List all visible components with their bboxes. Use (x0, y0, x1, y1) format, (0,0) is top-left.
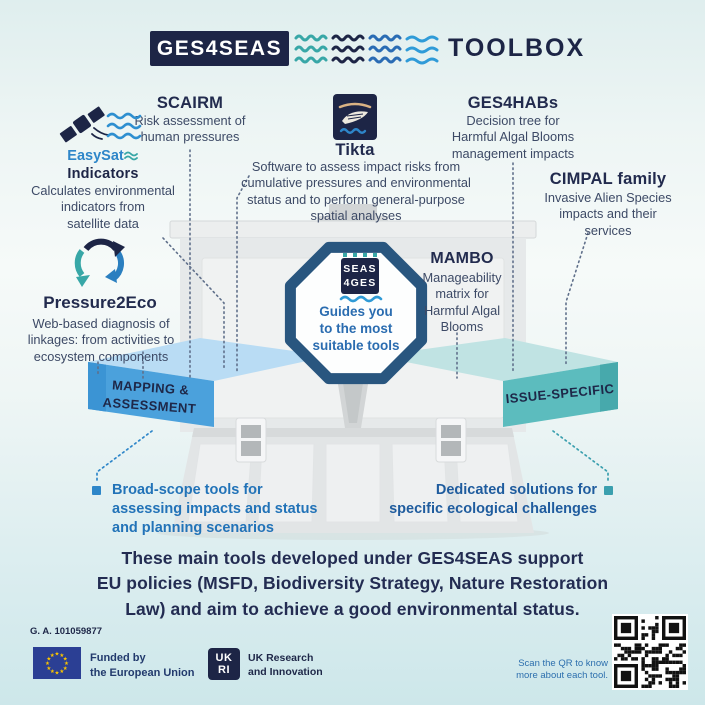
left-note-bullet (92, 486, 101, 495)
mambo-title: MAMBO (430, 250, 494, 267)
easysat-logo: EasySat Indicators (53, 147, 153, 184)
svg-text:★: ★ (46, 666, 51, 672)
page-title: TOOLBOX (448, 34, 586, 62)
svg-text:★: ★ (63, 666, 68, 672)
satellite-icon (59, 106, 142, 143)
pressure2eco-icon (74, 238, 125, 287)
seas4ges-logo-decor (339, 253, 383, 303)
svg-text:★: ★ (50, 653, 55, 659)
ges4seas-logo: GES4SEAS (150, 31, 289, 66)
ukri-label: UK Research and Innovation (248, 652, 323, 678)
summary-text: These main tools developed under GES4SEA… (96, 548, 609, 619)
easysat-desc: Calculates environmental indicators from… (31, 183, 175, 231)
svg-text:★: ★ (59, 653, 64, 659)
ukri-logo-line1: UK (215, 651, 233, 664)
easysat-name: EasySat (67, 148, 124, 164)
ges4habs-desc: Decision tree for Harmful Algal Blooms m… (451, 113, 575, 161)
seas4ges-line2: 4GES (343, 277, 377, 289)
pressure2eco-desc: Web-based diagnosis of linkages: from ac… (27, 316, 175, 364)
right-note: Dedicated solutions for specific ecologi… (389, 482, 597, 517)
eu-funding-label: Funded by the European Union (90, 652, 195, 679)
svg-text:★: ★ (45, 661, 50, 667)
right-note-bullet (604, 486, 613, 495)
mambo-desc: Manageability matrix for Harmful Algal B… (422, 270, 502, 335)
tray-mapping-assessment (88, 338, 330, 427)
qr-note: Scan the QR to know more about each tool… (516, 658, 608, 682)
scairm-desc: Risk assessment of human pressures (134, 113, 246, 145)
ges4habs-title: GES4HABs (467, 94, 559, 112)
eu-flag: ★★★★★★★★★★★★ (33, 647, 81, 679)
svg-text:★: ★ (59, 669, 64, 675)
cimpal-title: CIMPAL family (549, 170, 667, 188)
pressure2eco-title: Pressure2Eco (43, 293, 157, 312)
cimpal-desc: Invasive Alien Species impacts and their… (544, 190, 672, 238)
toolbox-handle (329, 204, 377, 220)
left-note: Broad-scope tools for assessing impacts … (112, 482, 318, 536)
center-tagline: Guides you to the most suitable tools (312, 304, 400, 353)
svg-text:★: ★ (64, 661, 69, 667)
toolbox-clasp-right (435, 417, 467, 463)
svg-text:★: ★ (50, 669, 55, 675)
qr-code (612, 614, 688, 690)
toolbox-clasp-left (235, 417, 267, 463)
seas4ges-line1: SEAS (343, 262, 377, 275)
scairm-title: SCAIRM (156, 94, 224, 112)
tray-issue-specific (375, 338, 618, 427)
seas4ges-logo: SEAS 4GES (341, 258, 379, 294)
grant-number: G. A. 101059877 (30, 626, 103, 637)
center-badge-octagon (284, 241, 428, 385)
tikta-desc: Software to assess impact risks from cum… (241, 159, 471, 224)
ukri-logo: UK RI (208, 648, 240, 680)
easysat-name2: Indicators (67, 166, 139, 183)
svg-text:★: ★ (55, 652, 60, 658)
ges4seas-logo-text: GES4SEAS (156, 36, 283, 60)
svg-text:★: ★ (55, 671, 60, 677)
ukri-logo-line2: RI (218, 664, 230, 676)
tikta-title: Tikta (335, 141, 375, 159)
svg-text:★: ★ (63, 656, 68, 662)
tikta-icon (333, 94, 377, 140)
easysat-wave-glyph (123, 151, 138, 161)
svg-text:★: ★ (46, 656, 51, 662)
waves-icon (294, 34, 439, 65)
